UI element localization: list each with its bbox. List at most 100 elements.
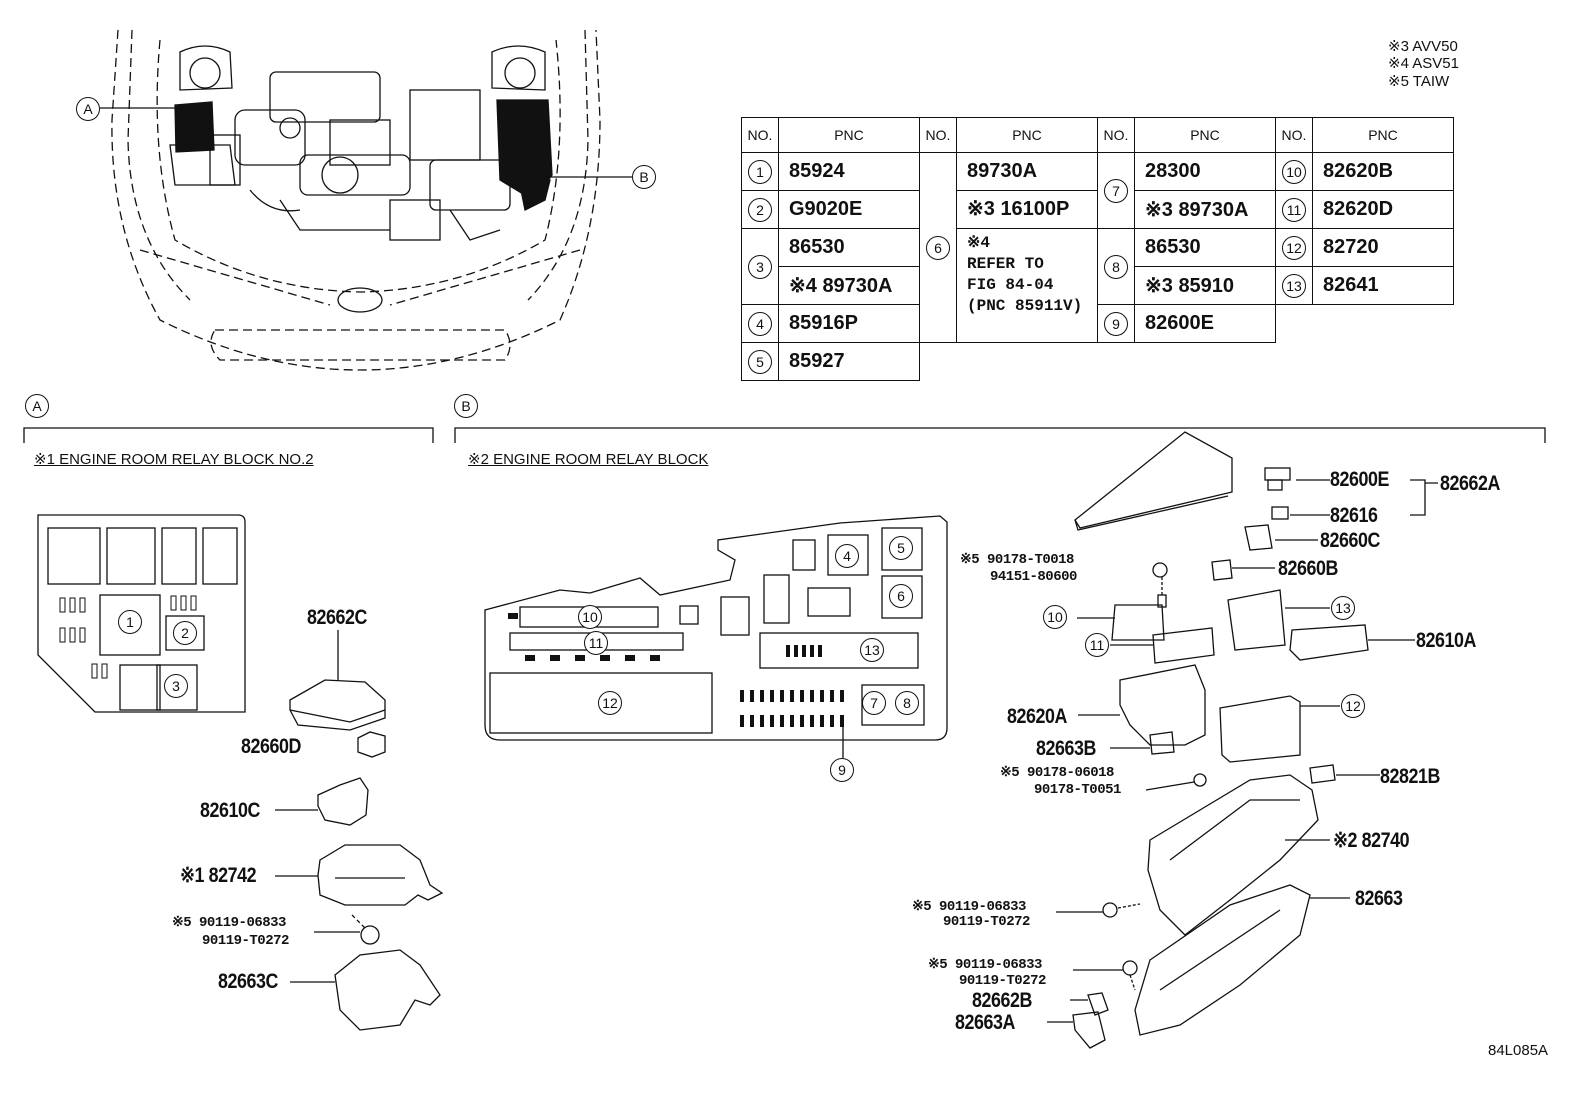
table-cell-pnc: 82720 — [1312, 228, 1454, 267]
block-b-callout: 7 — [862, 691, 886, 715]
pnc-table: NO. PNC NO. PNC NO. PNC NO. PNC 1 85924 … — [741, 117, 1454, 381]
row-number: 2 — [748, 197, 772, 222]
block-b-callout: 10 — [578, 605, 602, 629]
pnc-line: 89730A — [957, 153, 1097, 191]
part-label: 82616 — [1330, 504, 1378, 527]
pnc-line: REFER TO — [967, 255, 1044, 273]
header-no: NO. — [919, 117, 957, 153]
row-number: 5 — [748, 349, 772, 374]
block-b-callout: 9 — [830, 758, 854, 782]
header-no: NO. — [741, 117, 779, 153]
table-cell-pnc: 82620D — [1312, 190, 1454, 229]
part-label: 82660D — [241, 735, 301, 758]
table-row-no: 2 — [741, 190, 779, 229]
part-label: 90119-T0272 — [959, 973, 1046, 989]
table-row-no: 11 — [1275, 190, 1313, 229]
block-b-callout: 8 — [895, 691, 919, 715]
part-label: 82663A — [955, 1011, 1015, 1034]
table-row-no: 13 — [1275, 266, 1313, 305]
table-cell-pnc: 82641 — [1312, 266, 1454, 305]
header-pnc: PNC — [1134, 117, 1276, 153]
marker-a-section: A — [25, 394, 49, 418]
row-number: 13 — [1282, 273, 1306, 298]
figure-id: 84L085A — [1488, 1042, 1549, 1059]
row-number: 7 — [1104, 178, 1128, 203]
table-cell-pnc: 82600E — [1134, 304, 1276, 343]
part-label: ※5 90119-06833 — [912, 899, 1026, 915]
part-label: 82663 — [1355, 887, 1403, 910]
part-label: 82663C — [218, 970, 278, 993]
row-number: 12 — [1282, 235, 1306, 260]
part-label: ※5 90119-06833 — [928, 957, 1042, 973]
block-b-callout: 6 — [889, 584, 913, 608]
part-label: 82662B — [972, 989, 1032, 1012]
row-number: 6 — [926, 235, 950, 260]
table-row-no: 5 — [741, 342, 779, 381]
block-b-callout: 13 — [860, 638, 884, 662]
table-row-no: 10 — [1275, 152, 1313, 191]
part-label: 82620A — [1007, 705, 1067, 728]
marker-a-top: A — [76, 97, 100, 121]
block-b-callout: 5 — [889, 536, 913, 560]
table-cell-pnc: 86530 — [1134, 228, 1276, 267]
table-row-no: 7 — [1097, 152, 1135, 229]
part-label: 82663B — [1036, 737, 1096, 760]
section-b-bracket — [454, 427, 1546, 443]
block-b-callout: 11 — [584, 631, 608, 655]
table-row-no: 12 — [1275, 228, 1313, 267]
part-label: 94151-80600 — [990, 569, 1077, 585]
pnc-line: (PNC 85911V) — [967, 297, 1083, 315]
block-b-callout: 4 — [835, 544, 859, 568]
header-pnc: PNC — [956, 117, 1098, 153]
exploded-callout: 13 — [1331, 596, 1355, 620]
car-front-illustration — [100, 29, 632, 371]
relay-block-layout — [484, 515, 948, 758]
part-label: 82662C — [307, 606, 367, 629]
section-a-bracket — [23, 427, 434, 443]
note-4: ※4 ASV51 — [1388, 55, 1459, 73]
table-cell-pnc: 85927 — [778, 342, 920, 381]
table-cell-pnc-group6: 89730A ※3 16100P ※4 REFER TO FIG 84-04 (… — [956, 152, 1098, 343]
row-number: 10 — [1282, 159, 1306, 184]
part-label: 82660C — [1320, 529, 1380, 552]
part-label: 82660B — [1278, 557, 1338, 580]
row-number: 4 — [748, 311, 772, 336]
header-no: NO. — [1097, 117, 1135, 153]
part-label: 82610A — [1416, 629, 1476, 652]
pnc-line: ※4 — [967, 234, 991, 252]
table-cell-pnc: 86530 — [778, 228, 920, 267]
part-label: ※1 82742 — [180, 864, 257, 887]
row-number: 11 — [1282, 197, 1306, 222]
part-label: ※2 82740 — [1333, 829, 1410, 852]
pnc-line: ※3 16100P — [957, 191, 1097, 229]
part-label: 82600E — [1330, 468, 1389, 491]
pnc-line: FIG 84-04 — [967, 276, 1054, 294]
exploded-callout: 12 — [1341, 694, 1365, 718]
row-number: 8 — [1104, 254, 1128, 279]
part-label: 90119-T0272 — [943, 914, 1030, 930]
exploded-callout: 10 — [1043, 605, 1067, 629]
exploded-parts-a — [275, 630, 444, 1031]
table-cell-pnc: G9020E — [778, 190, 920, 229]
table-row-no: 3 — [741, 228, 779, 305]
header-no: NO. — [1275, 117, 1313, 153]
part-label: 90178-T0051 — [1034, 782, 1121, 798]
part-label: ※5 90178-T0018 — [960, 552, 1074, 568]
exploded-callout: 11 — [1085, 633, 1109, 657]
row-number: 1 — [748, 159, 772, 184]
block-a-callout: 2 — [173, 621, 197, 645]
table-cell-pnc: ※4 89730A — [778, 266, 920, 305]
marker-b-top: B — [632, 165, 656, 189]
header-pnc: PNC — [1312, 117, 1454, 153]
part-label: ※5 90119-06833 — [172, 915, 286, 931]
section-a-title: ※1 ENGINE ROOM RELAY BLOCK NO.2 — [34, 451, 314, 468]
table-row-no: 1 — [741, 152, 779, 191]
table-row-no: 8 — [1097, 228, 1135, 305]
row-number: 9 — [1104, 311, 1128, 336]
marker-b-section: B — [454, 394, 478, 418]
table-cell-pnc: 28300 — [1134, 152, 1276, 191]
row-number: 3 — [748, 254, 772, 279]
part-label: 82662A — [1440, 472, 1500, 495]
part-label: 82610C — [200, 799, 260, 822]
part-label: ※5 90178-06018 — [1000, 765, 1114, 781]
